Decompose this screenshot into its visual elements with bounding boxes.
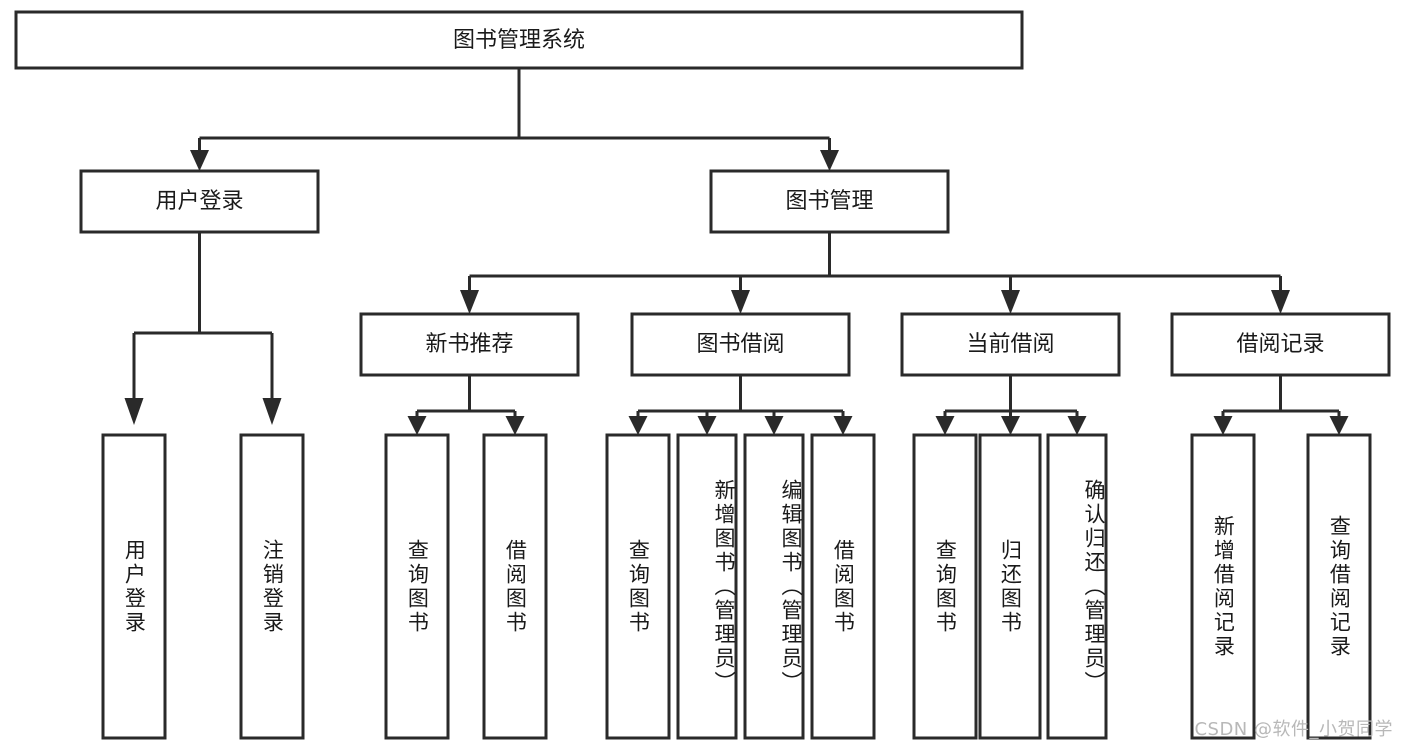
leaf-confirm-return-box[interactable] (1046, 433, 1108, 740)
leaf-add-book-box[interactable] (676, 433, 738, 740)
book-manage-label: 图书管理 (785, 189, 873, 214)
book-borrow-box[interactable] (630, 312, 851, 377)
arrow-head-leaf-borrow-book-1 (505, 416, 525, 435)
arrow-head-user-login (190, 150, 209, 171)
arrow-head-leaf-query-record (1329, 416, 1349, 435)
connector-group-book-manage (460, 232, 1290, 314)
arrow-head-current-borrow (1001, 290, 1020, 314)
arrow-head-leaf-user-login (124, 398, 144, 425)
node-current-borrow[interactable]: 当前借阅 (900, 312, 1121, 377)
book-borrow-label: 图书借阅 (696, 332, 784, 357)
connector-group-user-login (124, 232, 282, 425)
connector-group-book-borrow (628, 375, 853, 435)
leaf-query-book-2-box[interactable] (605, 433, 671, 740)
leaf-edit-book-box[interactable] (743, 433, 805, 740)
node-book-borrow[interactable]: 图书借阅 (630, 312, 851, 377)
arrow-head-leaf-add-record (1213, 416, 1233, 435)
arrow-head-leaf-return-book (1001, 416, 1020, 435)
leaf-borrow-book-1-box[interactable] (482, 433, 548, 740)
arrow-head-book-borrow (731, 290, 750, 314)
node-borrow-record[interactable]: 借阅记录 (1170, 312, 1391, 377)
new-book-recommend-label: 新书推荐 (425, 332, 513, 357)
leaf-box-group (101, 433, 1372, 740)
arrow-head-book-manage (820, 150, 839, 171)
arrow-head-leaf-edit-book (764, 416, 784, 435)
leaf-add-record-box[interactable] (1190, 433, 1256, 740)
node-root[interactable]: 图书管理系统 (14, 10, 1024, 70)
current-borrow-box[interactable] (900, 312, 1121, 377)
arrow-head-borrow-record (1271, 290, 1290, 314)
current-borrow-label: 当前借阅 (966, 332, 1054, 357)
arrow-head-leaf-add-book (697, 416, 717, 435)
connector-group-borrow-record (1213, 375, 1349, 435)
book-manage-box[interactable] (709, 169, 950, 234)
arrow-head-leaf-query-book-2 (628, 416, 648, 435)
root-label: 图书管理系统 (453, 28, 585, 53)
leaf-query-record-box[interactable] (1306, 433, 1372, 740)
node-book-manage[interactable]: 图书管理 (709, 169, 950, 234)
leaf-query-book-1-box[interactable] (384, 433, 450, 740)
arrow-head-leaf-query-book-3 (935, 416, 955, 435)
arrow-head-leaf-logout (262, 398, 282, 425)
node-user-login[interactable]: 用户登录 (79, 169, 320, 234)
leaf-return-book-box[interactable] (978, 433, 1042, 740)
user-login-label: 用户登录 (155, 189, 243, 214)
arrow-head-new-book-recommend (460, 290, 479, 314)
root-box[interactable] (14, 10, 1024, 70)
borrow-record-box[interactable] (1170, 312, 1391, 377)
leaf-logout-box[interactable] (239, 433, 305, 740)
new-book-recommend-box[interactable] (359, 312, 580, 377)
connector-group-current-borrow (935, 375, 1087, 435)
connector-group-root (190, 68, 839, 171)
connector-group-new-book-recommend (407, 375, 525, 435)
arrow-head-leaf-borrow-book-2 (833, 416, 853, 435)
arrow-head-leaf-query-book-1 (407, 416, 427, 435)
leaf-user-login-box[interactable] (101, 433, 167, 740)
leaf-query-book-3-box[interactable] (912, 433, 978, 740)
watermark-text: CSDN @软件_小贺同学 (1194, 719, 1393, 740)
node-new-book-recommend[interactable]: 新书推荐 (359, 312, 580, 377)
arrow-head-leaf-confirm-return (1067, 416, 1087, 435)
borrow-record-label: 借阅记录 (1236, 332, 1324, 357)
leaf-borrow-book-2-box[interactable] (810, 433, 876, 740)
user-login-box[interactable] (79, 169, 320, 234)
